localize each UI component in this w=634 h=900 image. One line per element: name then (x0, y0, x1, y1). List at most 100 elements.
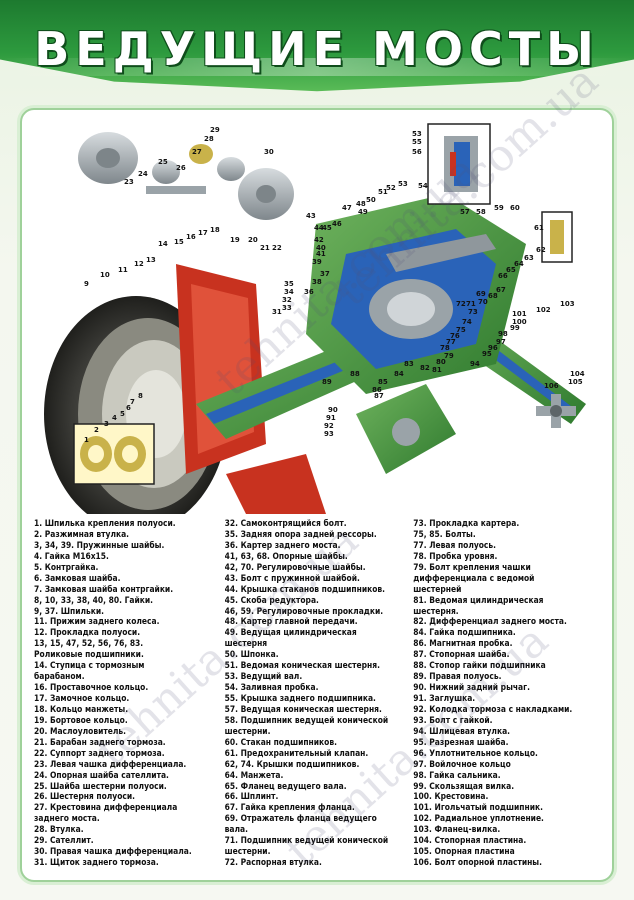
callout-label: 14 (158, 240, 168, 248)
callout-label: 59 (494, 204, 504, 212)
callout-label: 104 (570, 370, 585, 378)
callout-label: 73 (468, 308, 478, 316)
legend-item: шестерня (224, 638, 268, 649)
legend-item: 88. Стопор гайки подшипника (413, 660, 546, 671)
legend-item: 7. Замковая шайба контргайки. (34, 583, 174, 594)
legend-item: 105. Опорная пластина (413, 846, 515, 857)
legend-item: 73. Прокладка картера. (413, 518, 520, 528)
legend-item: 8, 10, 33, 38, 40, 80. Гайки. (34, 594, 153, 605)
legend-item: 3, 34, 39. Пружинные шайбы. (34, 539, 165, 550)
legend-item: 90. Нижний задний рычаг. (413, 682, 530, 693)
callout-label: 97 (496, 338, 506, 346)
legend-item: 49. Ведущая цилиндрическая (224, 627, 357, 638)
callout-label: 31 (272, 308, 282, 316)
legend-item: 46, 59. Регулировочные прокладки. (224, 605, 384, 616)
callout-label: 25 (158, 158, 168, 166)
callout-label: 27 (192, 148, 202, 156)
legend-item: 48. Картер главной передачи. (224, 616, 358, 627)
final-drive-housing (306, 194, 526, 394)
callout-label: 65 (506, 266, 516, 274)
callout-label: 4 (112, 414, 117, 422)
callout-label: 19 (230, 236, 240, 244)
callout-label: 23 (124, 178, 134, 186)
legend-item: 50. Шпонка. (224, 649, 279, 660)
legend-item: шестерни. (224, 725, 271, 736)
callout-label: 37 (320, 270, 330, 278)
legend-item: Роликовые подшипники. (34, 649, 144, 660)
legend-item: 1. Шпилька крепления полуоси. (34, 518, 176, 528)
legend-item: 55. Крышка заднего подшипника. (224, 693, 376, 703)
callout-label: 8 (138, 392, 143, 400)
callout-label: 18 (210, 226, 220, 234)
callout-label: 76 (450, 332, 460, 340)
brake-support (356, 384, 456, 474)
legend-item: 44. Крышка стаканов подшипников. (224, 583, 386, 594)
legend-item: 100. Крестовина. (413, 791, 489, 802)
callout-label: 86 (372, 386, 382, 394)
callout-label: 34 (284, 288, 294, 296)
legend-item: 14. Ступица с тормозным (34, 660, 145, 671)
callout-label: 56 (412, 148, 422, 156)
callout-label: 36 (304, 288, 314, 296)
callout-label: 32 (282, 296, 292, 304)
legend-item: 96. Уплотнительное кольцо. (413, 747, 538, 758)
callout-label: 80 (436, 358, 446, 366)
legend-item: 2. Разжимная втулка. (34, 528, 130, 539)
callout-label: 58 (476, 208, 486, 216)
callout-label: 39 (312, 258, 322, 266)
legend-item: 91. Заглушка. (413, 693, 476, 703)
legend-item: 95. Разрезная шайба. (413, 736, 509, 747)
callout-label: 60 (510, 204, 520, 212)
legend-item: 93. Болт с гайкой. (413, 714, 493, 725)
callout-label: 15 (174, 238, 184, 246)
callout-label: 26 (176, 164, 186, 172)
legend-item: шестерней (413, 583, 462, 594)
legend-item: дифференциала с ведомой (413, 572, 535, 583)
legend-item: 13, 15, 47, 52, 56, 76, 83. (34, 638, 144, 649)
legend-item: 21. Барабан заднего тормоза. (34, 736, 166, 747)
callout-label: 82 (420, 364, 430, 372)
callout-label: 29 (210, 126, 220, 134)
callout-label: 38 (312, 278, 322, 286)
legend-item: 69. Отражатель фланца ведущего (224, 813, 377, 824)
callout-label: 47 (342, 204, 352, 212)
callout-label: 102 (536, 306, 551, 314)
legend-item: 19. Бортовое кольцо. (34, 714, 128, 725)
callout-label: 79 (444, 352, 454, 360)
callout-label: 68 (488, 292, 498, 300)
legend-item: 78. Пробка уровня. (413, 550, 498, 561)
legend-item: 81. Ведомая цилиндрическая (413, 594, 544, 605)
callout-label: 6 (126, 404, 131, 412)
callout-label: 69 (476, 290, 486, 298)
callout-label: 66 (498, 272, 508, 280)
legend-item: 9, 37. Шпильки. (34, 605, 105, 616)
callout-label: 33 (282, 304, 292, 312)
legend-item: 26. Шестерня полуоси. (34, 791, 135, 802)
legend-item: 20. Маслоуловитель. (34, 725, 126, 736)
callout-labels: 23 24 25 26 27 28 29 30 9 10 11 12 13 14… (84, 126, 585, 444)
callout-label: 87 (374, 392, 384, 400)
callout-label: 63 (524, 254, 534, 262)
callout-label: 93 (324, 430, 334, 438)
legend-item: 18. Кольцо манжеты. (34, 703, 129, 714)
legend-item: 57. Ведущая коническая шестерня. (224, 703, 382, 714)
callout-label: 101 (512, 310, 527, 318)
callout-label: 43 (306, 212, 316, 220)
callout-label: 13 (146, 256, 156, 264)
legend-item: 43. Болт с пружинной шайбой. (224, 572, 360, 583)
legend-item: 104. Стопорная пластина. (413, 835, 527, 846)
callout-label: 46 (332, 220, 342, 228)
legend-item: 51. Ведомая коническая шестерня. (224, 660, 380, 671)
callout-label: 52 (386, 184, 396, 192)
differential-exploded-parts (78, 132, 294, 220)
callout-label: 100 (512, 318, 527, 326)
callout-label: 50 (366, 196, 376, 204)
callout-label: 74 (462, 318, 472, 326)
legend-item: 27. Крестовина дифференциала (34, 802, 178, 813)
callout-label: 89 (322, 378, 332, 386)
callout-label: 70 (478, 298, 488, 306)
legend-item: 65. Фланец ведущего вала. (224, 780, 347, 791)
header-stripe (0, 58, 634, 76)
legend-item: 99. Скользящая вилка. (413, 780, 515, 791)
callout-label: 94 (470, 360, 480, 368)
